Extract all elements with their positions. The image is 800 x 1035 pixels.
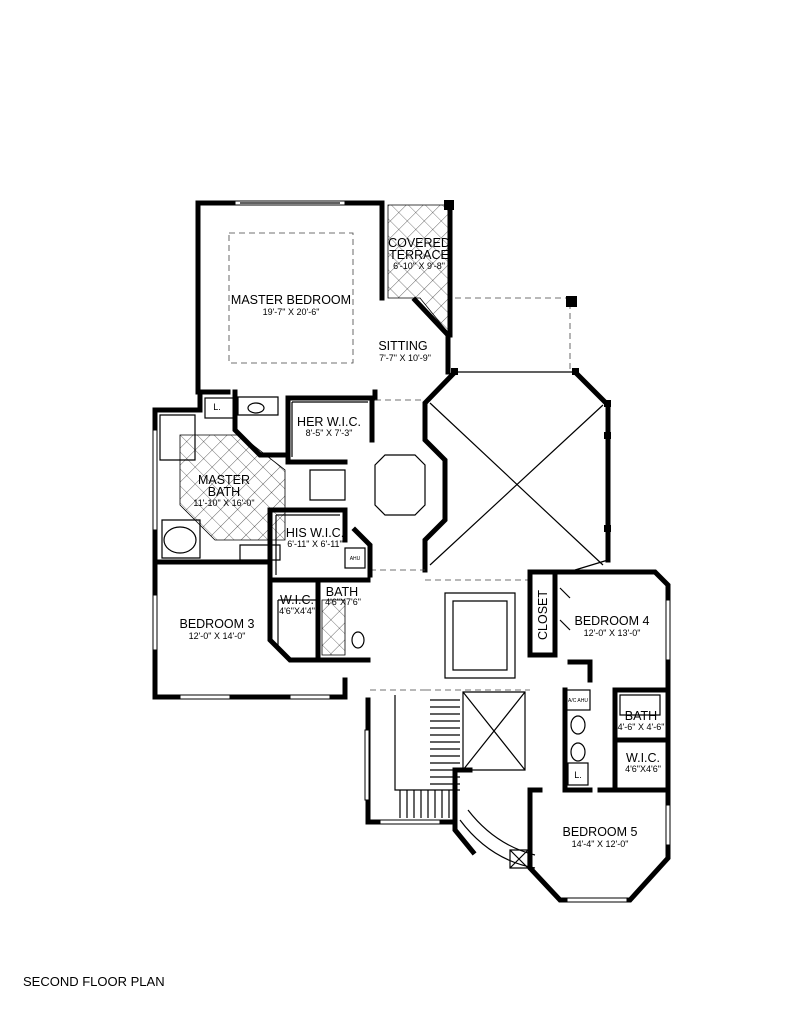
ahu-label-1: AHU xyxy=(350,556,361,562)
his-wic-label: HIS W.I.C. xyxy=(286,526,344,540)
bedroom4-label: BEDROOM 4 xyxy=(574,614,649,628)
hallway xyxy=(370,399,426,691)
bedroom5-label: BEDROOM 5 xyxy=(562,825,637,839)
bedroom5-area xyxy=(527,787,671,903)
bedroom3-dims: 12'-0" X 14'-0" xyxy=(189,631,246,641)
wic-small-label: W.I.C. xyxy=(280,593,314,607)
covered-terrace-dims: 6'-10" X 9'-8" xyxy=(393,261,445,271)
bath2-wic2 xyxy=(562,687,671,793)
rotunda xyxy=(452,797,536,869)
sitting-dims: 7'-7" X 10'-9" xyxy=(379,353,431,363)
bath-small-label: BATH xyxy=(326,585,358,599)
master-bedroom-dims: 19'-7" X 20'-6" xyxy=(263,307,320,317)
staircase xyxy=(364,691,526,825)
linen-label-2: L. xyxy=(574,770,582,780)
bedroom3-label: BEDROOM 3 xyxy=(179,617,254,631)
sitting-label: SITTING xyxy=(378,339,427,353)
his-wic xyxy=(267,469,373,583)
bedroom4-dims: 12'-0" X 13'-0" xyxy=(584,628,641,638)
wic-small-dims: 4'6"X4'4" xyxy=(279,606,315,616)
sitting-walls xyxy=(372,296,451,401)
wic2-label: W.I.C. xyxy=(626,751,660,765)
foyer-open-area xyxy=(425,579,530,691)
his-wic-dims: 6'-11" X 6'-11" xyxy=(287,539,343,549)
linen-label-1: L. xyxy=(213,402,221,412)
wic2-dims: 4'6"X4'6" xyxy=(625,764,661,774)
bath-small-dims: 4'6"X7'6" xyxy=(325,597,361,607)
master-bath-dims: 11'-10" X 16'-0" xyxy=(193,498,254,508)
bath2-dims: 4'-6" X 4'-6" xyxy=(618,722,665,732)
bedroom5-dims: 14'-4" X 12'-0" xyxy=(572,839,629,849)
bedroom4-area xyxy=(527,569,671,693)
covered-terrace-label-1: COVERED xyxy=(388,236,450,250)
her-wic xyxy=(285,395,375,465)
covered-terrace xyxy=(387,200,577,370)
ahu-label-2: A/C AHU xyxy=(568,698,588,704)
wic-and-bath xyxy=(277,579,365,663)
her-wic-label: HER W.I.C. xyxy=(297,415,361,429)
plan-title: SECOND FLOOR PLAN xyxy=(23,974,165,989)
bath2-label: BATH xyxy=(625,709,657,723)
bedroom3-area xyxy=(152,559,371,700)
her-wic-dims: 8'-5" X 7'-3" xyxy=(306,428,353,438)
master-bath-label-2: BATH xyxy=(208,485,240,499)
covered-terrace-label-2: TERRACE xyxy=(389,248,449,262)
closet-label: CLOSET xyxy=(536,590,550,640)
master-bedroom-label: MASTER BEDROOM xyxy=(231,293,351,307)
open-to-below xyxy=(422,368,611,573)
master-bath xyxy=(152,389,291,565)
master-bath-label-1: MASTER xyxy=(198,473,250,487)
